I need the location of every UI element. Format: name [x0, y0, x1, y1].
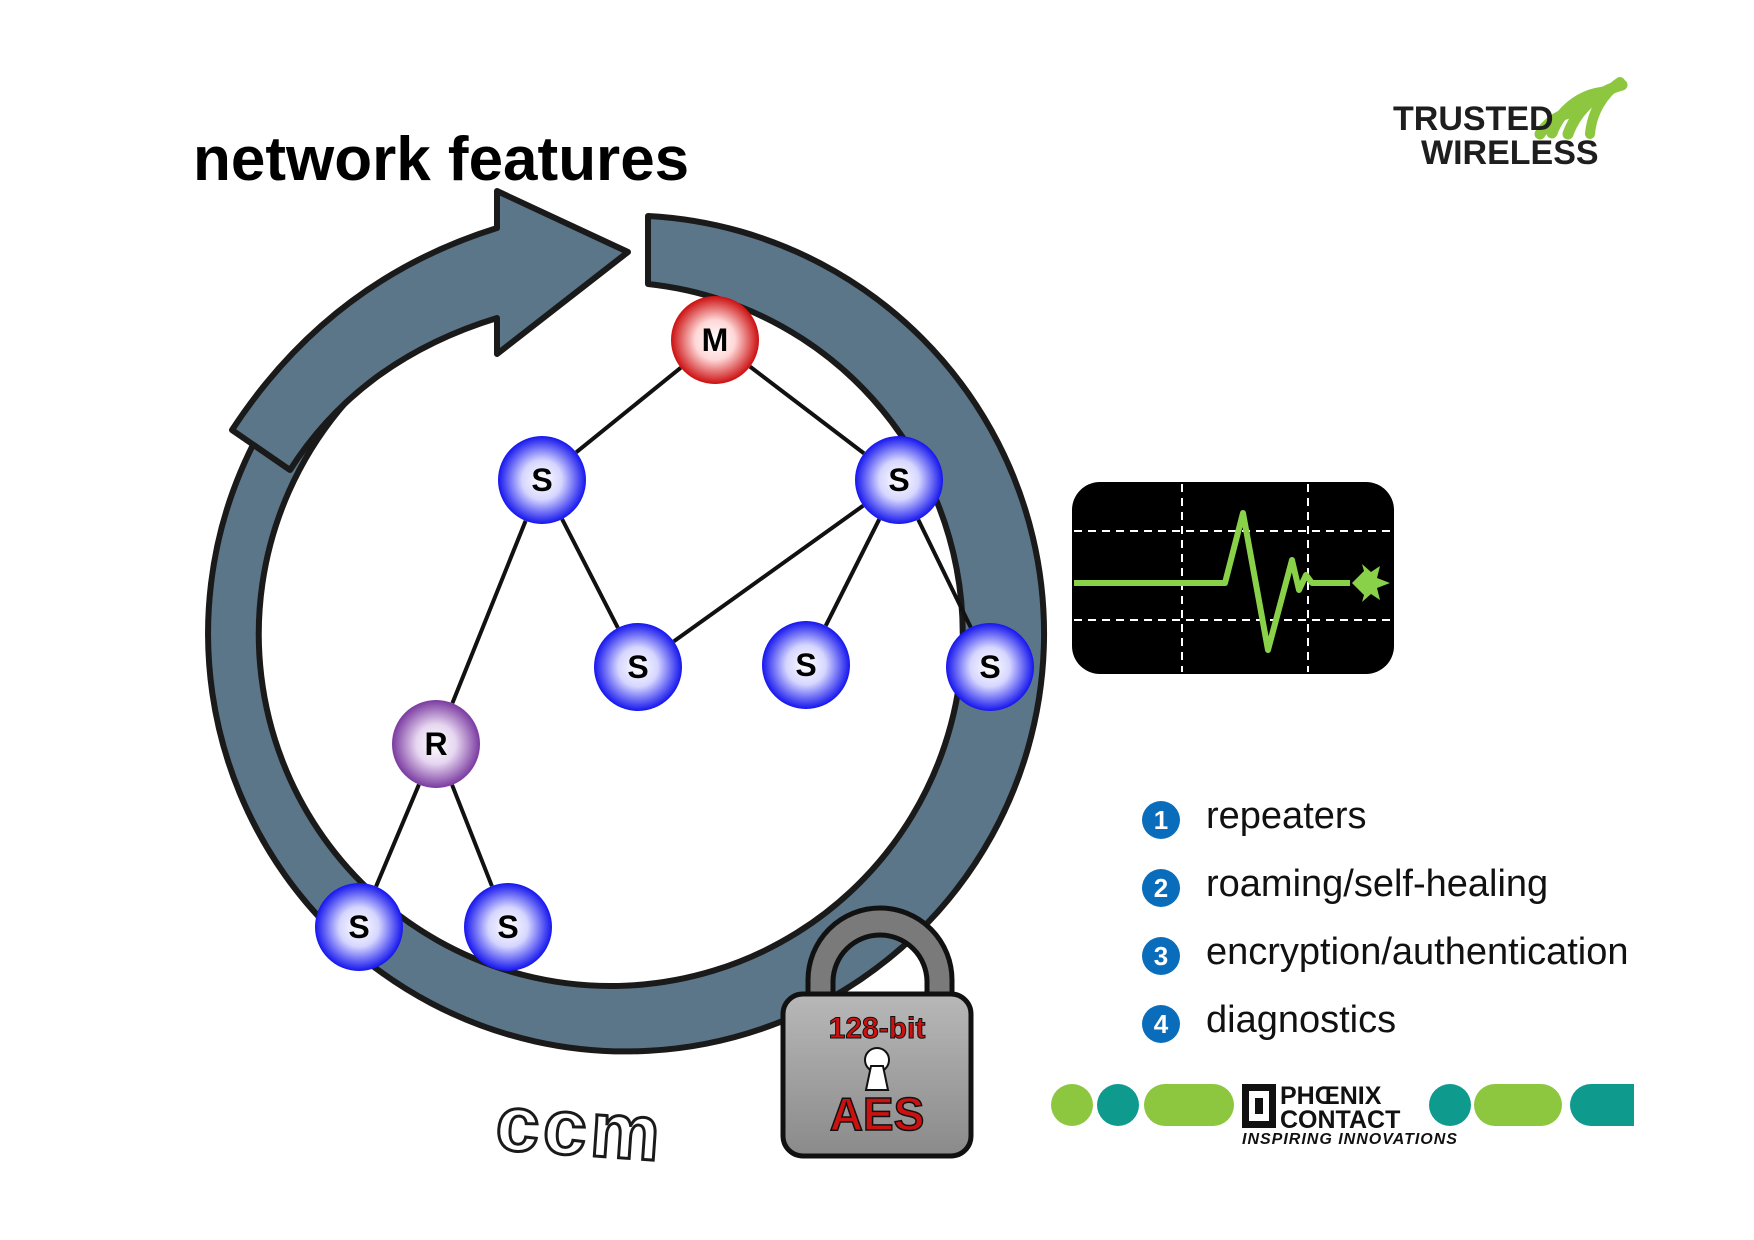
feature-list: 1 repeaters 2 roaming/self-healing 3 enc… [1142, 795, 1742, 1059]
link-s-right-s-r2 [823, 518, 882, 627]
link-master-s-left [574, 366, 683, 454]
node-label: S [795, 647, 816, 683]
link-master-s-right [748, 365, 866, 455]
feature-label: diagnostics [1206, 999, 1397, 1041]
node-s-right: S [855, 436, 943, 524]
link-repeater-s-bl [374, 783, 421, 888]
feature-item: 4 diagnostics [1142, 999, 1742, 1059]
cycle-arrow-head [229, 188, 631, 473]
link-s-right-s-r3 [916, 518, 973, 629]
repeater-node-circle [392, 700, 480, 788]
station-node-circle [855, 436, 943, 524]
node-label: S [348, 909, 369, 945]
node-s-r2: S [762, 621, 850, 709]
brand-wireless-text: WIRELESS [1421, 134, 1599, 172]
feature-label: roaming/self-healing [1206, 863, 1549, 905]
node-s-left: S [498, 436, 586, 524]
brand-trusted-text: TRUSTED [1393, 100, 1554, 138]
cycle-arrow: ccm [205, 188, 1048, 1179]
node-label: S [497, 909, 518, 945]
keyhole-icon [864, 1047, 890, 1091]
network-links [374, 365, 973, 888]
lock-bottom-text: AES [830, 1088, 925, 1140]
feature-item: 2 roaming/self-healing [1142, 863, 1742, 931]
link-s-left-repeater [450, 520, 528, 704]
signal-trace [1074, 510, 1350, 653]
link-s-left-s-mid [560, 518, 620, 629]
node-repeater: R [392, 700, 480, 788]
node-s-r3: S [946, 623, 1034, 711]
node-s-bl: S [315, 883, 403, 971]
node-master: M [671, 296, 759, 384]
feature-number-badge: 1 [1142, 801, 1180, 839]
feature-item: 1 repeaters [1142, 795, 1742, 863]
station-node-circle [315, 883, 403, 971]
tagline-text: INSPIRING INNOVATIONS [1242, 1131, 1458, 1148]
link-repeater-s-br [450, 784, 494, 887]
lock-top-text: 128-bit [829, 1012, 926, 1045]
phoenix-contact-footer: PHŒNIX CONTACT [1051, 1082, 1634, 1134]
page-title: network features [193, 125, 690, 194]
feature-label: repeaters [1206, 795, 1367, 837]
feature-number-badge: 2 [1142, 869, 1180, 907]
feature-number-badge: 3 [1142, 937, 1180, 975]
station-node-circle [762, 621, 850, 709]
trusted-wireless-logo: TRUSTED WIRELESS [1393, 102, 1599, 170]
wireless-signal-icon [1534, 77, 1628, 140]
station-node-circle [498, 436, 586, 524]
network-nodes: M S S S S S R S S [315, 296, 1034, 971]
cycle-arrow-label: ccm [493, 1078, 667, 1178]
master-node-circle [671, 296, 759, 384]
node-label: S [888, 462, 909, 498]
brand-top-text: PHŒNIX [1280, 1082, 1382, 1110]
feature-number-badge: 4 [1142, 1005, 1180, 1043]
station-node-circle [946, 623, 1034, 711]
node-s-mid: S [594, 623, 682, 711]
padlock-icon: 128-bit AES [780, 905, 974, 1159]
node-s-br: S [464, 883, 552, 971]
link-s-right-s-mid [672, 504, 865, 643]
signal-burst-icon [1352, 564, 1390, 602]
node-label: S [627, 649, 648, 685]
feature-label: encryption/authentication [1206, 931, 1629, 973]
feature-item: 3 encryption/authentication [1142, 931, 1742, 999]
node-label: M [702, 322, 729, 358]
diagnostics-monitor-icon [1072, 482, 1394, 674]
phoenix-contact-logo-icon [1242, 1084, 1276, 1128]
station-node-circle [464, 883, 552, 971]
node-label: S [531, 462, 552, 498]
brand-bottom-text: CONTACT [1280, 1106, 1400, 1134]
station-node-circle [594, 623, 682, 711]
node-label: S [979, 649, 1000, 685]
node-label: R [424, 726, 447, 762]
